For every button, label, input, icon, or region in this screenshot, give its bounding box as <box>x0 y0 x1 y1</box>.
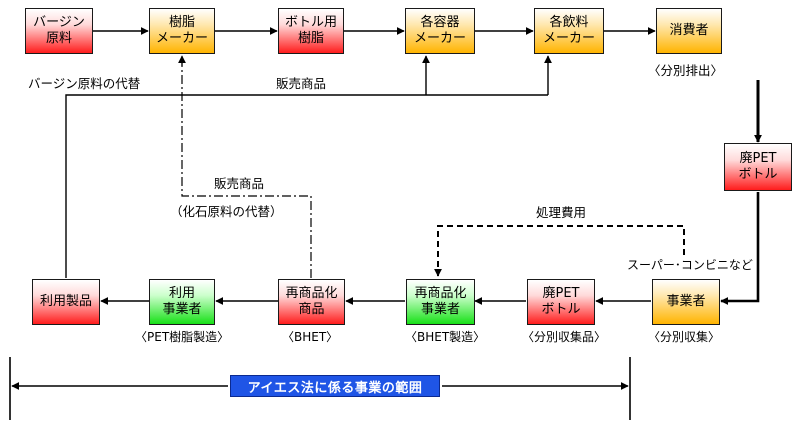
dashdot-product-to-resin <box>181 56 312 278</box>
scope-title: アイエス法に係る事業の範囲 <box>230 375 440 397</box>
node-remake-product: 再商品化 商品 <box>278 279 345 325</box>
node-remake-business: 再商品化 事業者 <box>406 279 475 325</box>
node-business: 事業者 <box>652 279 720 325</box>
node-virgin-material: バージン 原料 <box>25 8 93 54</box>
node-consumer: 消費者 <box>656 8 722 54</box>
label-sorted-collection: 〈分別収集〉 <box>648 330 721 344</box>
line-useproduct-up <box>65 94 548 278</box>
label-virgin-substitute: バージン原料の代替 <box>28 76 141 91</box>
label-separate-disposal: 〈分別排出〉 <box>648 63 724 78</box>
label-processing-cost: 処理費用 <box>536 205 587 220</box>
label-sorted-collected: 〈分別収集品〉 <box>522 330 607 344</box>
node-container-maker: 各容器 メーカー <box>405 8 475 54</box>
node-waste-pet-bottle: 廃PET ボトル <box>724 143 792 191</box>
node-waste-pet-collected: 廃PET ボトル <box>527 279 595 325</box>
label-sales-product-top: 販売商品 <box>276 76 327 91</box>
label-fossil-substitute: （化石原料の代替） <box>170 204 283 219</box>
node-resin-maker: 樹脂 メーカー <box>149 8 215 54</box>
node-use-product: 利用製品 <box>32 279 100 325</box>
label-bhet: 〈BHET〉 <box>282 330 339 344</box>
dashed-processing-cost <box>434 225 685 277</box>
label-sales-product-mid: 販売商品 <box>214 176 265 191</box>
label-supermarket: スーパー･コンビニなど <box>627 258 753 272</box>
label-pet-resin-mfg: 〈PET樹脂製造〉 <box>135 330 230 344</box>
node-beverage-maker: 各飲料 メーカー <box>534 8 604 54</box>
label-bhet-mfg: 〈BHET製造〉 <box>405 330 486 344</box>
arrow-waste-to-business <box>720 192 760 305</box>
node-bottle-resin: ボトル用 樹脂 <box>278 8 344 54</box>
node-user-business: 利用 事業者 <box>149 279 215 325</box>
